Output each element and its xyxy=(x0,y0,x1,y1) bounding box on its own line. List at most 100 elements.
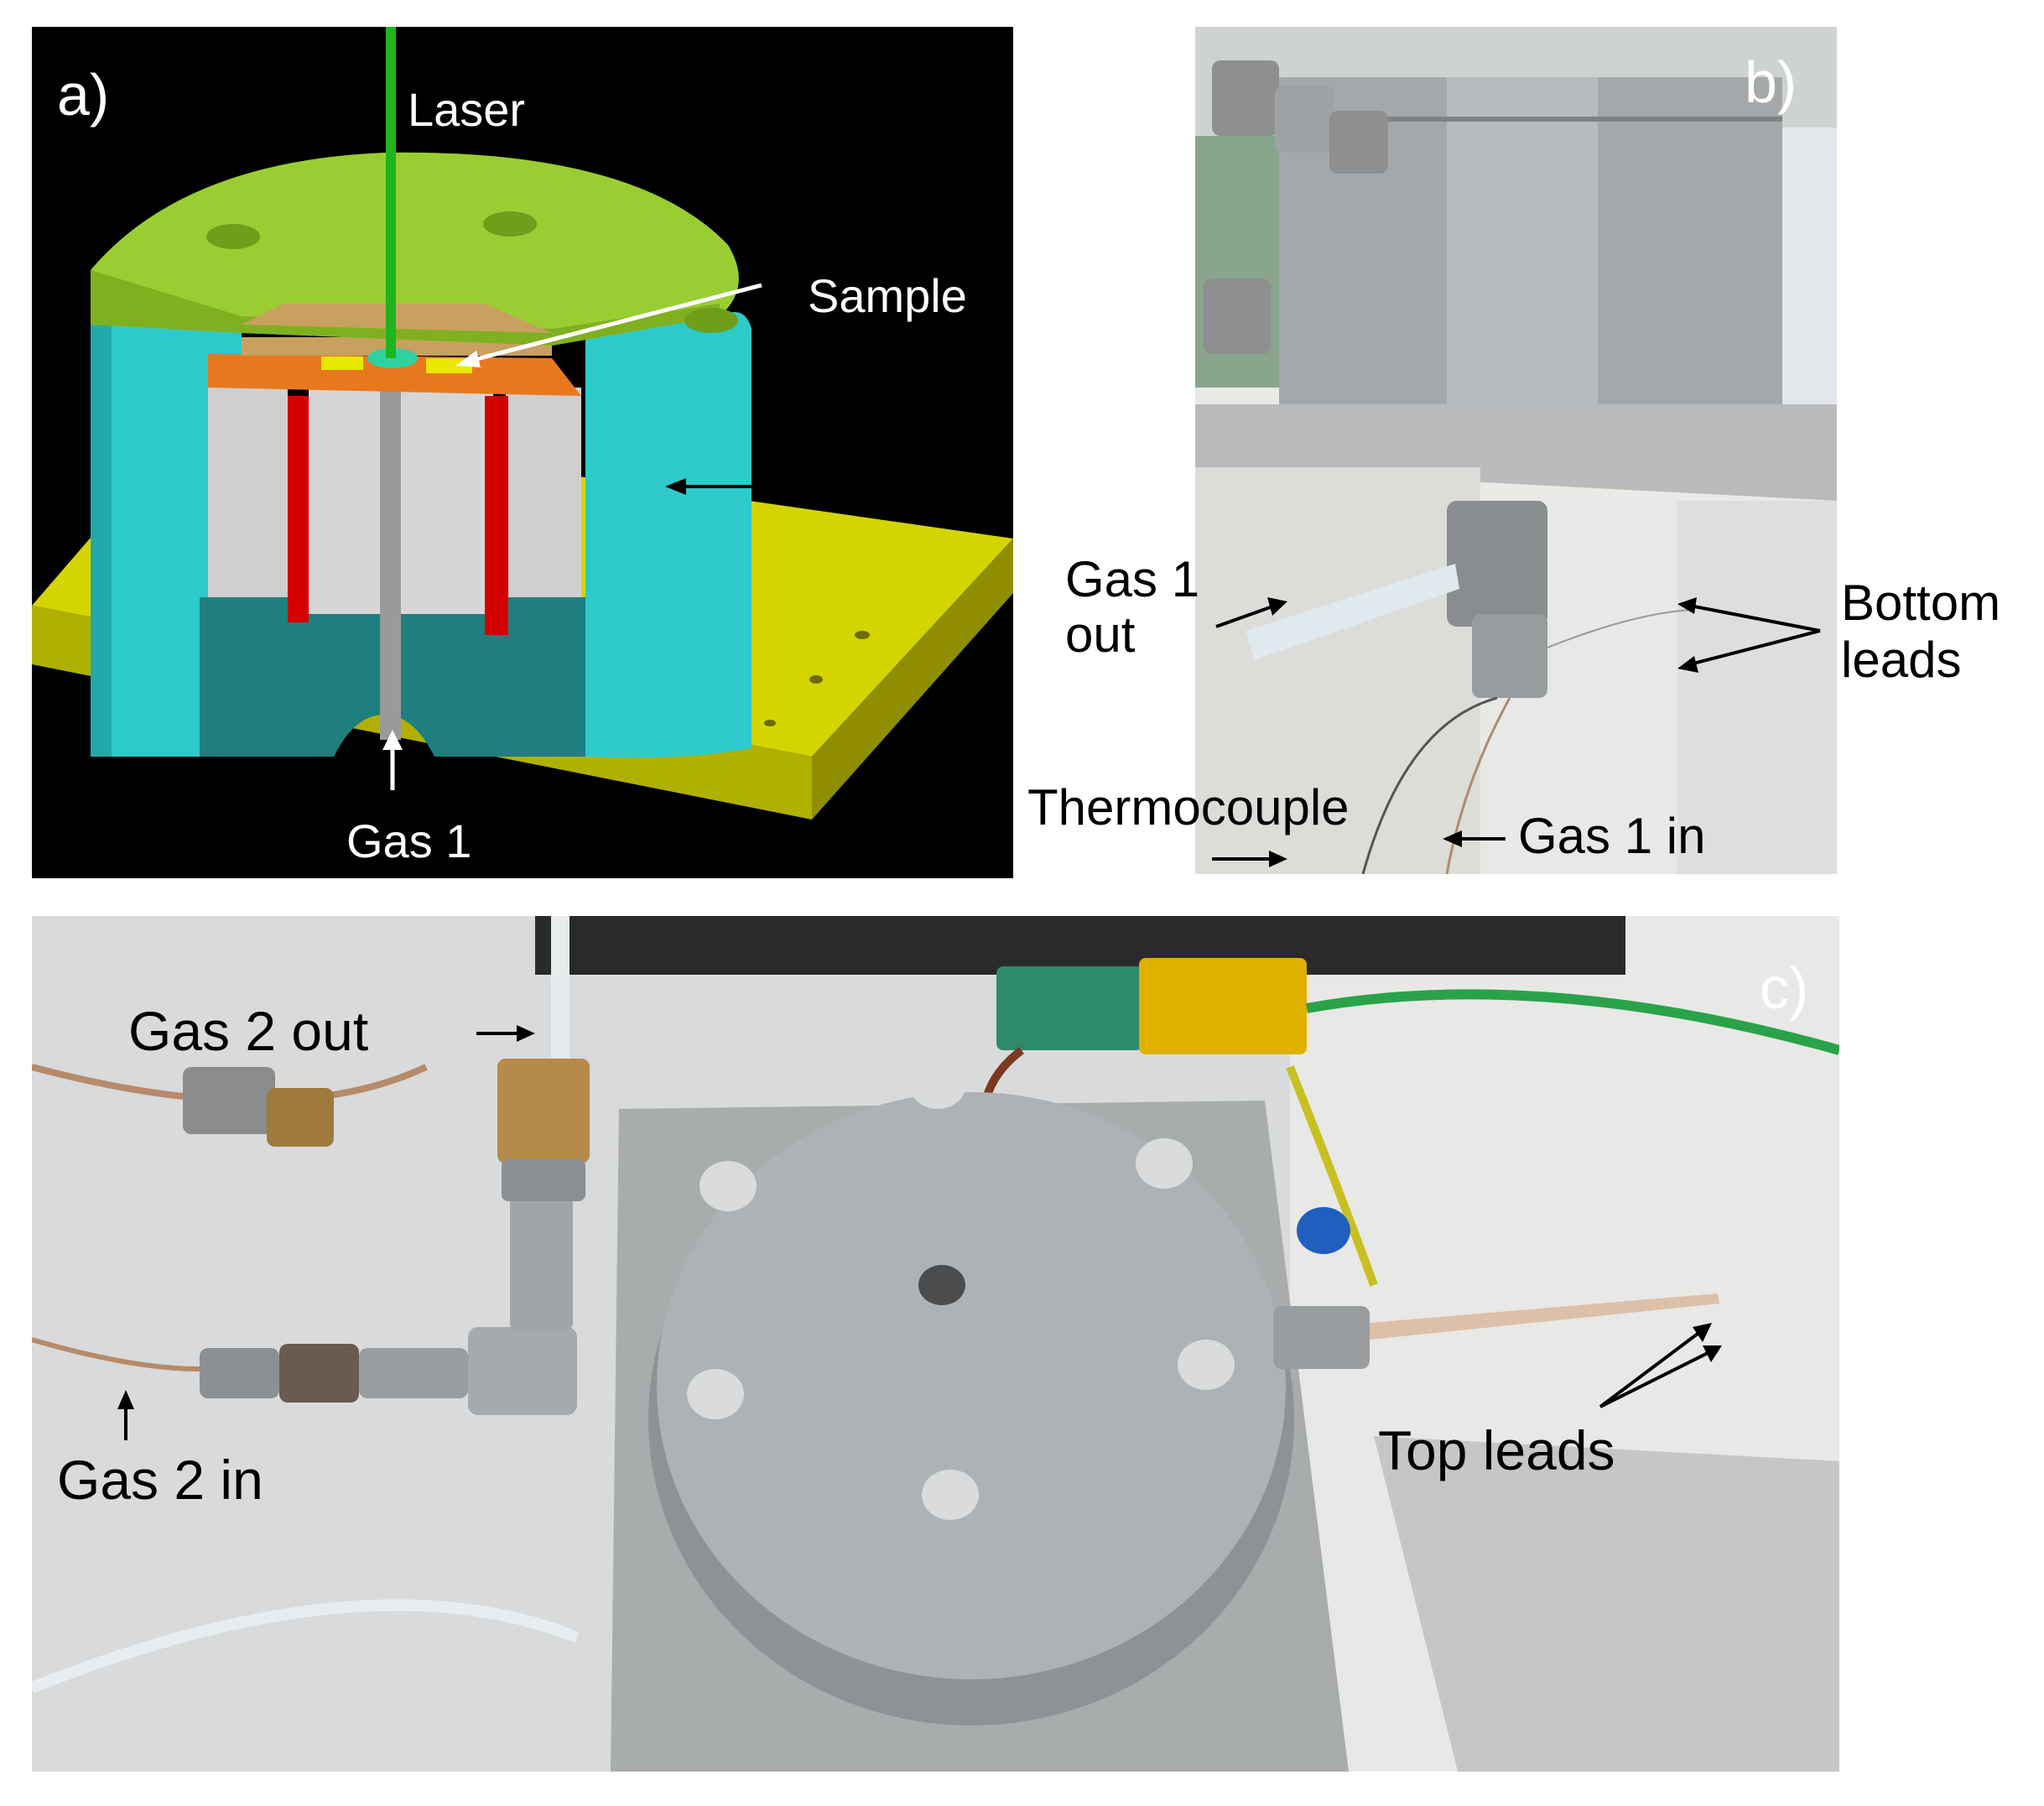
cylinder-highlight xyxy=(1447,77,1598,425)
thermocouple-label: Thermocouple xyxy=(1027,779,1350,835)
tee-fitting xyxy=(468,1327,577,1415)
thermocouple-arrowhead xyxy=(1269,851,1287,867)
cyan-body-left-shade xyxy=(91,325,112,757)
bottom-fitting-nut xyxy=(1472,614,1547,698)
base-hole xyxy=(764,720,776,726)
base-plate-side xyxy=(812,539,1013,820)
panel-a-cad-diagram: a) Laser Sample Gas 2 Gas 1 xyxy=(32,27,1013,878)
top-leads-arrowhead-1 xyxy=(1693,1323,1712,1342)
gas1-in-label: Gas 1 in xyxy=(1518,808,1706,864)
gas2-fitting xyxy=(279,1344,359,1403)
bottom-leads-arrow-1 xyxy=(1689,604,1821,632)
bottom-leads-label: Bottom leads xyxy=(1841,575,2000,689)
laser-beam xyxy=(386,27,396,358)
panel-a-svg: a) Laser Sample Gas 2 Gas 1 xyxy=(32,27,1013,867)
center-channel xyxy=(380,388,401,740)
dark-top-strip xyxy=(535,916,1625,975)
base-hole xyxy=(855,631,870,639)
sample-arrow-line xyxy=(463,283,762,365)
base-hole xyxy=(809,675,823,684)
bolt xyxy=(1136,1138,1193,1189)
fitting-blurred-brass xyxy=(267,1088,334,1147)
lid-cutout xyxy=(242,304,552,333)
bottom-leads-arrowhead-2 xyxy=(1677,656,1698,673)
orange-plate xyxy=(208,354,581,396)
panel-c-svg: c) Gas 2 out Gas 2 in Top leads xyxy=(32,916,1839,1772)
gas2-label: Gas 2 xyxy=(799,458,924,511)
panel-c-photo: c) Gas 2 out Gas 2 in Top leads xyxy=(32,916,1839,1772)
fitting-blurred xyxy=(183,1067,275,1134)
vertical-fitting xyxy=(510,1193,573,1331)
fitting xyxy=(1204,278,1271,354)
cyan-body-right xyxy=(585,312,752,758)
top-leads-tube xyxy=(1370,1293,1719,1340)
bottom-leads-arrow-2 xyxy=(1689,629,1821,666)
gas2-in-tube xyxy=(32,1337,200,1371)
panel-b-svg: b) xyxy=(1195,27,1837,874)
bolt xyxy=(1178,1340,1235,1390)
top-leads-label: Top leads xyxy=(1378,1419,1615,1481)
inner-block xyxy=(401,388,493,614)
top-leads-arrow-1 xyxy=(1599,1330,1703,1408)
fitting xyxy=(1212,60,1279,136)
gas2-in-arrowhead xyxy=(117,1390,134,1409)
gas2-out-arrowhead xyxy=(517,1025,535,1042)
green-lid-front xyxy=(91,270,720,346)
green-connector xyxy=(996,966,1143,1050)
fitting xyxy=(1275,86,1334,153)
brick-left xyxy=(1195,467,1480,874)
panel-a-tag: a) xyxy=(57,62,109,128)
gas1-out-label: Gas 1 out xyxy=(1065,552,1199,663)
center-hole xyxy=(918,1265,965,1305)
gas1-out-arrow xyxy=(1215,604,1276,628)
lid-hole xyxy=(684,308,738,333)
top-leads-arrow-2 xyxy=(1599,1351,1710,1408)
bottom-leads-line2: leads xyxy=(1841,632,1962,688)
green-lid xyxy=(91,152,739,346)
inner-block xyxy=(208,388,288,597)
gas1-out-arrowhead xyxy=(1267,597,1287,616)
bottom-leads-arrowhead-1 xyxy=(1677,597,1697,614)
laser-label: Laser xyxy=(408,83,525,136)
heater-right xyxy=(485,396,508,635)
white-tube xyxy=(32,1599,580,1694)
gas2-fitting xyxy=(359,1348,468,1398)
gas1-in-arrowhead xyxy=(1443,830,1462,847)
brick-right xyxy=(1677,501,1837,874)
thermocouple-wire xyxy=(1361,696,1498,874)
cylinder-top xyxy=(657,1092,1286,1679)
bottom-leads-wire xyxy=(1547,609,1691,648)
steel-nut xyxy=(502,1159,585,1201)
green-cable xyxy=(1305,989,1839,1055)
gas2-out-label: Gas 2 out xyxy=(128,1000,368,1062)
bolt xyxy=(909,1059,966,1109)
brass-nut xyxy=(497,1059,590,1163)
fitting xyxy=(1329,111,1388,174)
gas1-in-wire xyxy=(1445,697,1511,874)
yellow-holder xyxy=(321,357,363,370)
lid-hole xyxy=(483,211,537,237)
gas1-out-tube xyxy=(1246,564,1459,660)
yellow-green-cable xyxy=(1286,1065,1378,1287)
gas2-fitting xyxy=(200,1348,279,1398)
bottom-fitting xyxy=(1447,501,1547,627)
lid-hole xyxy=(206,224,260,249)
bolt xyxy=(687,1369,744,1419)
base-slab xyxy=(1195,404,1837,501)
yellow-connector xyxy=(1139,958,1307,1054)
brick-shadow xyxy=(1374,1436,1839,1772)
panel-b-tag: b) xyxy=(1745,49,1797,115)
gas2-arrowhead xyxy=(665,478,686,495)
bolt xyxy=(922,1470,979,1520)
bottom-leads-line1: Bottom xyxy=(1841,575,2001,631)
heater-left xyxy=(288,396,309,622)
sample-label: Sample xyxy=(808,269,967,322)
bolt xyxy=(700,1161,757,1211)
inner-block xyxy=(309,388,380,614)
gas1-arrowhead xyxy=(382,730,403,750)
right-fitting xyxy=(1273,1306,1370,1369)
inner-block xyxy=(506,388,581,597)
gas1-label: Gas 1 xyxy=(346,815,471,867)
sample-arrowhead xyxy=(455,351,481,367)
panel-c-tag: c) xyxy=(1760,955,1808,1021)
